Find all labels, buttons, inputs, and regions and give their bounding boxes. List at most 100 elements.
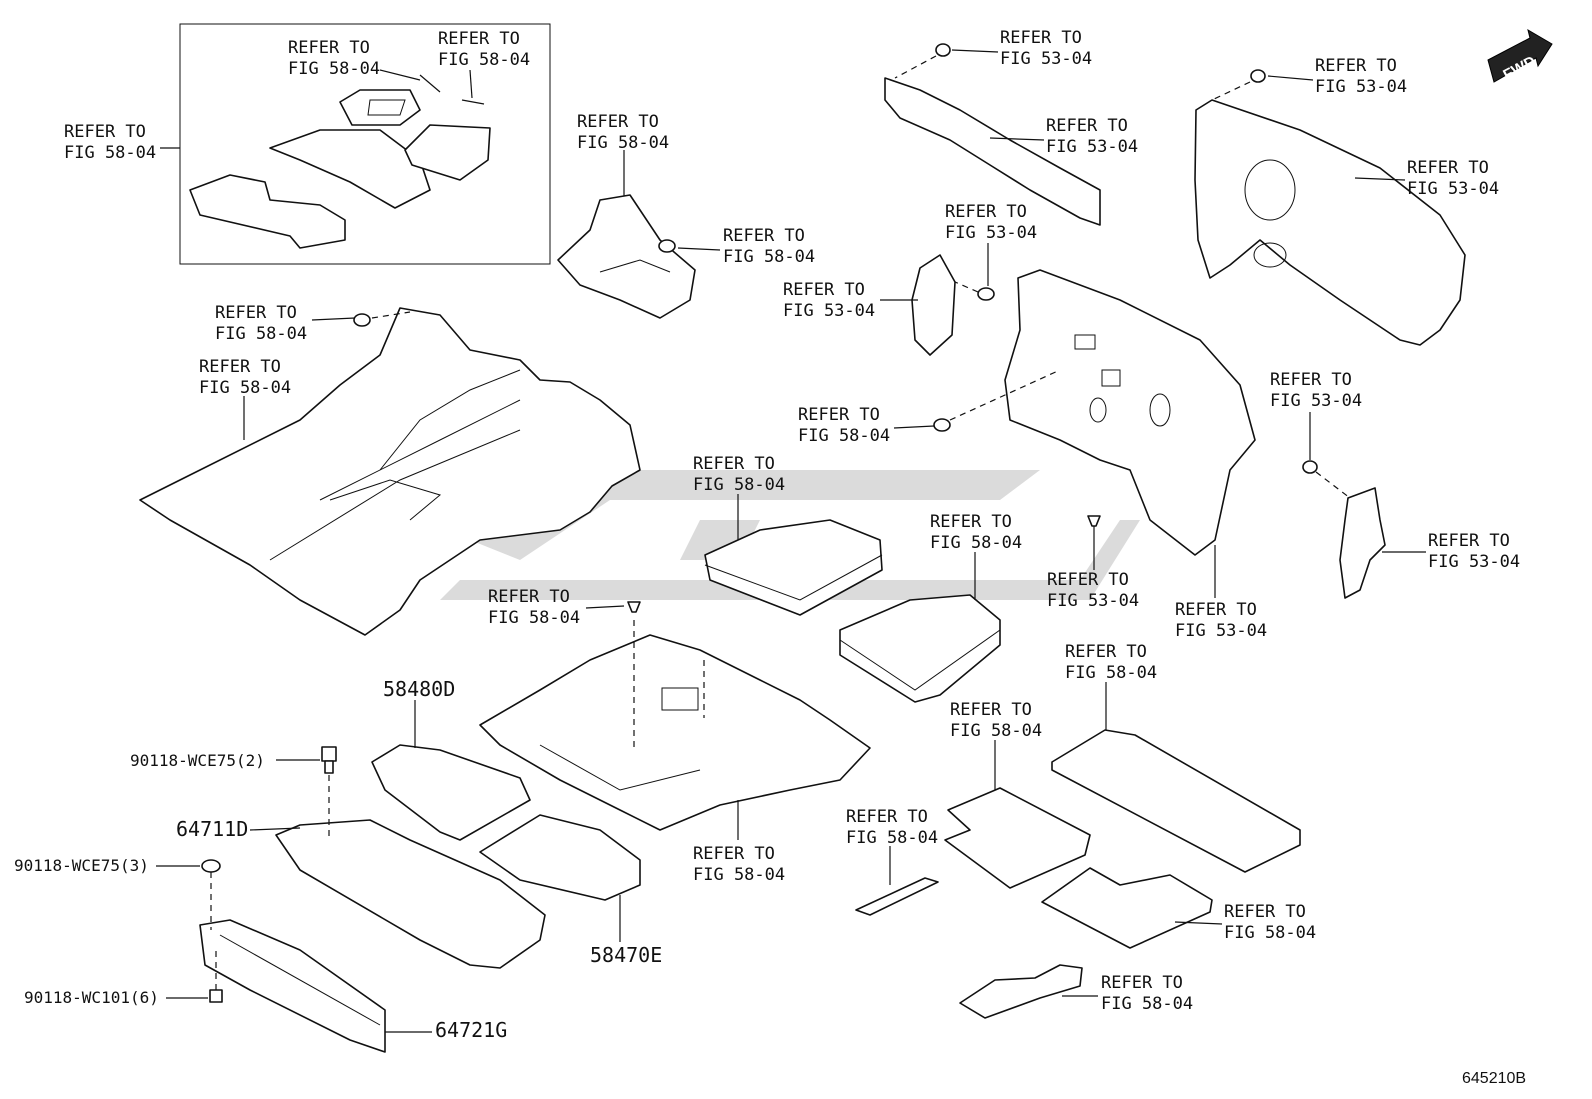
- svg-text:REFER TO: REFER TO: [945, 202, 1027, 222]
- dash-panel-outer: [1194, 69, 1466, 346]
- callout-dash-outer-clip: REFER TO FIG 53-04: [1267, 56, 1407, 97]
- svg-text:FIG 58-04: FIG 58-04: [930, 533, 1022, 553]
- svg-text:FIG 53-04: FIG 53-04: [1046, 137, 1138, 157]
- svg-text:FIG 58-04: FIG 58-04: [1065, 663, 1157, 683]
- carpet-clip: [353, 311, 411, 327]
- svg-text:FIG 58-04: FIG 58-04: [1101, 994, 1193, 1014]
- svg-text:REFER TO: REFER TO: [1315, 56, 1397, 76]
- figure-code: 645210B: [1462, 1070, 1526, 1087]
- callout-bracket-clip: REFER TO FIG 53-04: [945, 202, 1037, 286]
- callout-mat-left: REFER TO FIG 58-04: [288, 38, 421, 81]
- part-64711d-shape: [275, 819, 546, 969]
- svg-text:FIG 58-04: FIG 58-04: [723, 247, 815, 267]
- svg-text:REFER TO: REFER TO: [1000, 28, 1082, 48]
- svg-text:FIG 58-04: FIG 58-04: [846, 828, 938, 848]
- svg-text:REFER TO: REFER TO: [577, 112, 659, 132]
- svg-text:FIG 53-04: FIG 53-04: [1407, 179, 1499, 199]
- part-58470e-shape: [479, 814, 641, 901]
- svg-text:REFER TO: REFER TO: [488, 587, 570, 607]
- callout-silencer: REFER TO FIG 53-04: [1175, 545, 1267, 641]
- svg-text:FIG 58-04: FIG 58-04: [798, 426, 890, 446]
- side-pad: [1302, 460, 1386, 599]
- callout-mat-rear-large: REFER TO FIG 58-04: [1065, 642, 1157, 730]
- svg-text:REFER TO: REFER TO: [1046, 116, 1128, 136]
- callout-tunnel-clip: REFER TO FIG 58-04: [677, 226, 815, 267]
- tunnel-insulator: [557, 194, 696, 319]
- floor-mat-group-box: [179, 23, 551, 265]
- callout-box-outside: REFER TO FIG 58-04: [64, 122, 180, 163]
- callout-dash-outer: REFER TO FIG 53-04: [1354, 158, 1499, 199]
- svg-text:REFER TO: REFER TO: [950, 700, 1032, 720]
- callout-side-pad-clip: REFER TO FIG 53-04: [1270, 370, 1362, 460]
- dash-silencer-main: [933, 269, 1256, 556]
- svg-text:REFER TO: REFER TO: [1270, 370, 1352, 390]
- callout-mat-step: REFER TO FIG 58-04: [1062, 973, 1193, 1014]
- luggage-box-upper: [704, 519, 883, 616]
- callout-tunnel: REFER TO FIG 58-04: [577, 112, 669, 196]
- svg-text:REFER TO: REFER TO: [288, 38, 370, 58]
- bolt-icon-1: [321, 746, 337, 840]
- callout-luggage-upper: REFER TO FIG 58-04: [693, 454, 785, 540]
- svg-text:REFER TO: REFER TO: [1428, 531, 1510, 551]
- svg-text:FIG 58-04: FIG 58-04: [693, 475, 785, 495]
- part-64721g-shape: [199, 919, 386, 1053]
- clip-icon-2: [201, 859, 221, 930]
- svg-text:FIG 53-04: FIG 53-04: [1428, 552, 1520, 572]
- svg-text:FIG 58-04: FIG 58-04: [215, 324, 307, 344]
- svg-text:FIG 53-04: FIG 53-04: [783, 301, 875, 321]
- part-label-b3: 90118-WC101(6): [24, 988, 159, 1007]
- part-label-64721g: 64721G: [435, 1018, 507, 1042]
- svg-text:REFER TO: REFER TO: [1224, 902, 1306, 922]
- svg-text:REFER TO: REFER TO: [1047, 570, 1129, 590]
- callout-mat-strip: REFER TO FIG 58-04: [846, 807, 938, 885]
- svg-text:FIG 58-04: FIG 58-04: [64, 143, 156, 163]
- svg-text:REFER TO: REFER TO: [1407, 158, 1489, 178]
- luggage-box-lower: [839, 594, 1001, 703]
- callout-rear-carpet-clip: REFER TO FIG 58-04: [488, 587, 625, 628]
- svg-text:FIG 53-04: FIG 53-04: [1175, 621, 1267, 641]
- part-label-64711d: 64711D: [176, 817, 248, 841]
- svg-text:FIG 58-04: FIG 58-04: [438, 50, 530, 70]
- svg-text:REFER TO: REFER TO: [846, 807, 928, 827]
- svg-text:FIG 58-04: FIG 58-04: [577, 133, 669, 153]
- bracket-insulator: [911, 254, 995, 356]
- svg-text:FIG 58-04: FIG 58-04: [488, 608, 580, 628]
- svg-text:REFER TO: REFER TO: [64, 122, 146, 142]
- fwd-arrow-icon: FWD: [1487, 28, 1553, 84]
- mat-rear-large: [1051, 729, 1301, 873]
- part-label-b1: 90118-WCE75(2): [130, 751, 265, 770]
- svg-text:FIG 58-04: FIG 58-04: [199, 378, 291, 398]
- part-label-58480d: 58480D: [383, 677, 455, 701]
- svg-text:FIG 53-04: FIG 53-04: [1315, 77, 1407, 97]
- mat-front-left: [944, 787, 1091, 889]
- svg-text:FIG 58-04: FIG 58-04: [693, 865, 785, 885]
- svg-text:FIG 53-04: FIG 53-04: [1047, 591, 1139, 611]
- svg-text:REFER TO: REFER TO: [215, 303, 297, 323]
- callout-luggage-lower: REFER TO FIG 58-04: [930, 512, 1022, 600]
- part-label-b2: 90118-WCE75(3): [14, 856, 149, 875]
- svg-text:REFER TO: REFER TO: [783, 280, 865, 300]
- mat-step-strip: [959, 964, 1083, 1019]
- clip-hardware: [419, 74, 485, 105]
- callout-side-pad: REFER TO FIG 53-04: [1382, 531, 1520, 572]
- leader-64711d: [249, 827, 301, 831]
- callout-mat-right: REFER TO FIG 58-04: [438, 29, 530, 99]
- mat-small-strip: [855, 877, 939, 916]
- callout-dash-upper: REFER TO FIG 53-04: [989, 116, 1138, 157]
- svg-text:REFER TO: REFER TO: [438, 29, 520, 49]
- svg-text:REFER TO: REFER TO: [693, 844, 775, 864]
- svg-text:REFER TO: REFER TO: [1065, 642, 1147, 662]
- svg-text:REFER TO: REFER TO: [1101, 973, 1183, 993]
- callout-dash-clip-top: REFER TO FIG 53-04: [951, 28, 1092, 69]
- mat-front-right: [1041, 867, 1213, 949]
- floor-mat-set: [189, 89, 491, 249]
- svg-text:FIG 58-04: FIG 58-04: [950, 721, 1042, 741]
- callout-silencer-clip: REFER TO FIG 58-04: [798, 405, 935, 446]
- callout-rear-carpet: REFER TO FIG 58-04: [693, 800, 785, 885]
- bolt-icon-3: [209, 950, 223, 1003]
- svg-text:REFER TO: REFER TO: [723, 226, 805, 246]
- svg-text:FIG 58-04: FIG 58-04: [288, 59, 380, 79]
- svg-text:REFER TO: REFER TO: [1175, 600, 1257, 620]
- callout-carpet: REFER TO FIG 58-04: [199, 357, 291, 440]
